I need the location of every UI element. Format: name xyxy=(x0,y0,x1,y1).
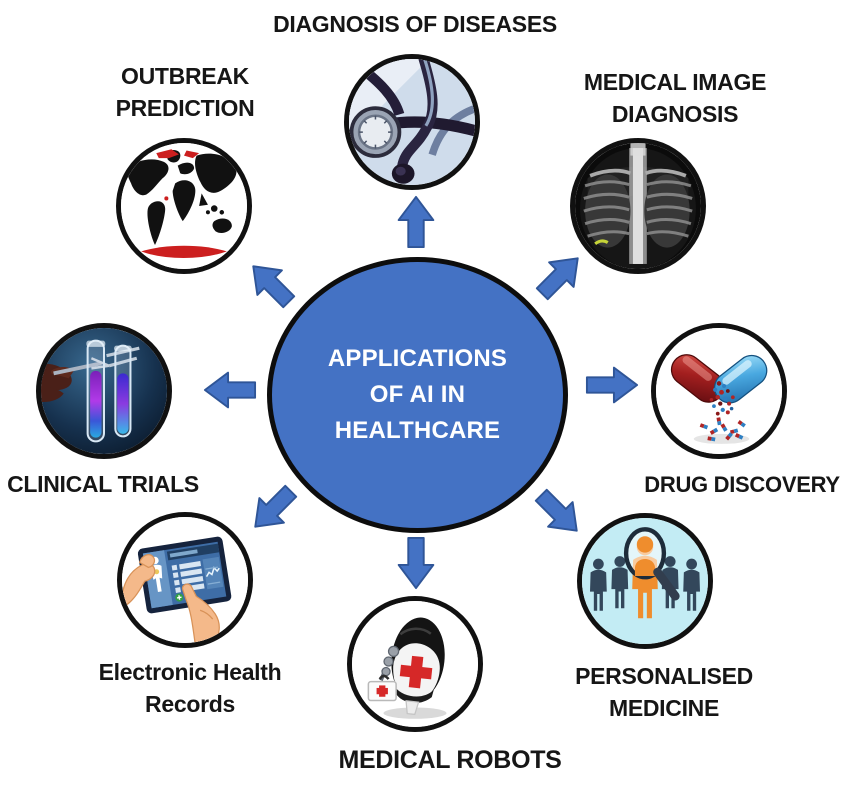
arrow-to-medical-image-diagnosis-icon xyxy=(535,257,579,301)
node-medical-robots xyxy=(347,596,483,732)
arrow-to-drug-discovery-icon xyxy=(585,366,639,404)
capsule-icon xyxy=(656,328,782,454)
center-node: APPLICATIONS OF AI IN HEALTHCARE xyxy=(267,257,568,533)
people-magnifier-icon xyxy=(582,518,708,644)
label-diagnosis-of-diseases: DIAGNOSIS OF DISEASES xyxy=(273,11,557,37)
node-medical-image-diagnosis xyxy=(570,138,706,274)
chest-xray-icon xyxy=(575,143,701,269)
stethoscope-icon xyxy=(349,59,475,185)
node-outbreak-prediction xyxy=(116,138,252,274)
label-clinical-trials: CLINICAL TRIALS xyxy=(7,471,199,497)
arrow-to-clinical-trials-icon xyxy=(203,371,257,409)
arrow-to-diagnosis-of-diseases-icon xyxy=(397,195,435,249)
label-drug-discovery: DRUG DISCOVERY xyxy=(644,472,840,497)
arrow-to-personalised-medicine-icon xyxy=(534,488,578,532)
test-tubes-icon xyxy=(41,328,167,454)
medical-robot-icon xyxy=(352,601,478,727)
node-diagnosis-of-diseases xyxy=(344,54,480,190)
center-label: APPLICATIONS OF AI IN HEALTHCARE xyxy=(327,345,508,444)
label-electronic-health-records: Electronic Health Records xyxy=(98,659,282,718)
node-electronic-health-records xyxy=(117,512,253,648)
arrow-to-electronic-health-records-icon xyxy=(254,484,298,528)
label-outbreak-prediction: OUTBREAK PREDICTION xyxy=(115,63,255,122)
label-medical-robots: MEDICAL ROBOTS xyxy=(338,746,562,774)
tablet-hands-icon xyxy=(122,517,248,643)
arrow-to-outbreak-prediction-icon xyxy=(252,265,296,309)
arrow-to-medical-robots-icon xyxy=(397,536,435,590)
node-personalised-medicine xyxy=(577,513,713,649)
node-clinical-trials xyxy=(36,323,172,459)
node-drug-discovery xyxy=(651,323,787,459)
label-personalised-medicine: PERSONALISED MEDICINE xyxy=(575,663,753,722)
world-map-icon xyxy=(121,143,247,269)
label-medical-image-diagnosis: MEDICAL IMAGE DIAGNOSIS xyxy=(583,69,767,128)
